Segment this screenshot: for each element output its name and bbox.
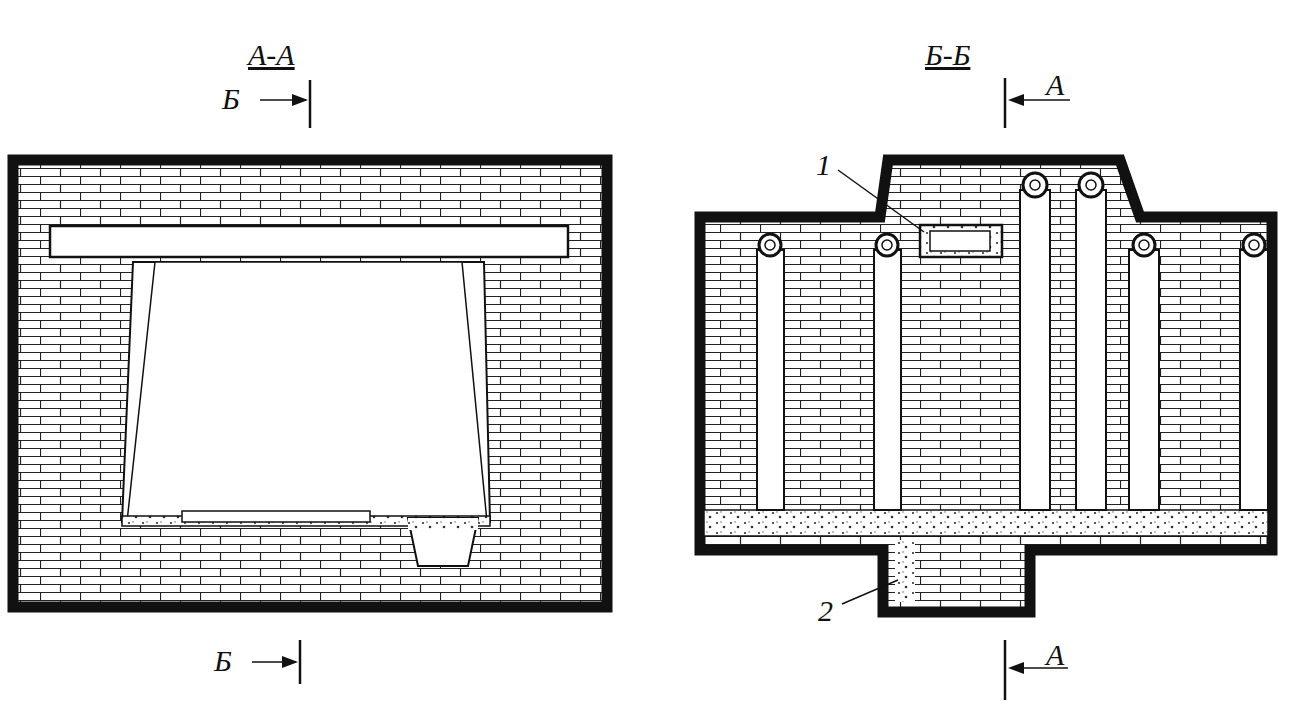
section-mark: А: [1046, 640, 1064, 670]
section-a: [13, 80, 607, 684]
section-title: Б-Б: [925, 40, 970, 70]
section-b: [700, 78, 1272, 700]
callout-number: 1: [816, 150, 831, 180]
callout-number: 2: [818, 596, 833, 626]
section-mark: А: [1046, 70, 1064, 100]
section-mark: Б: [214, 646, 232, 676]
section-mark: Б: [222, 84, 240, 114]
section-title: А-А: [248, 40, 295, 70]
